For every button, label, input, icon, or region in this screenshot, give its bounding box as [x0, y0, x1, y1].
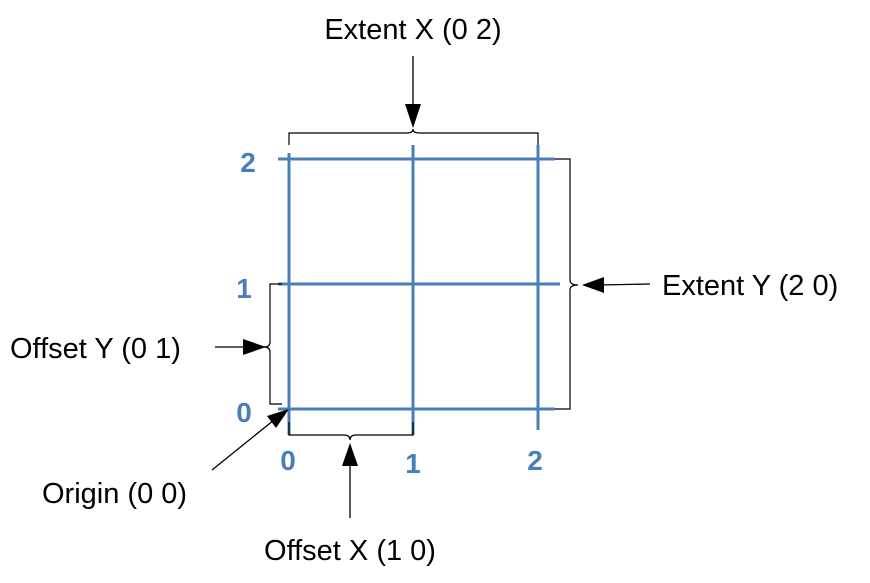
extent-y-arrow-line: [599, 283, 651, 286]
extent-y-brace: [555, 158, 579, 410]
x-tick-label-1: 1: [405, 448, 421, 479]
extent-x-label: Extent X (0 2): [324, 14, 501, 46]
origin-arrow-line: [211, 419, 275, 471]
offset-x-brace: [288, 422, 414, 441]
offset-y-brace: [263, 283, 282, 405]
x-tick-label-2: 2: [527, 445, 543, 476]
callout-labels: Extent X (0 2) Extent Y (2 0) Offset Y (…: [10, 14, 838, 567]
grid-lines: [278, 145, 560, 435]
y-tick-label-1: 1: [236, 273, 252, 304]
y-tick-label-2: 2: [240, 147, 256, 178]
extent-x-brace: [288, 128, 539, 145]
extent-x-arrow-head: [405, 104, 421, 128]
origin-label: Origin (0 0): [42, 478, 187, 510]
offset-x-arrow-head: [342, 443, 358, 466]
extent-y-arrow-head: [582, 277, 604, 293]
x-tick-label-0: 0: [280, 445, 296, 476]
y-tick-label-0: 0: [236, 397, 252, 428]
extent-y-label: Extent Y (2 0): [662, 270, 838, 302]
offset-x-label: Offset X (1 0): [264, 535, 436, 567]
tick-labels: 2 1 0 0 1 2: [236, 147, 543, 479]
offset-y-arrow-head: [243, 339, 266, 355]
origin-arrow-head: [267, 409, 289, 428]
arrows: [211, 56, 651, 518]
offset-y-label: Offset Y (0 1): [10, 333, 181, 365]
